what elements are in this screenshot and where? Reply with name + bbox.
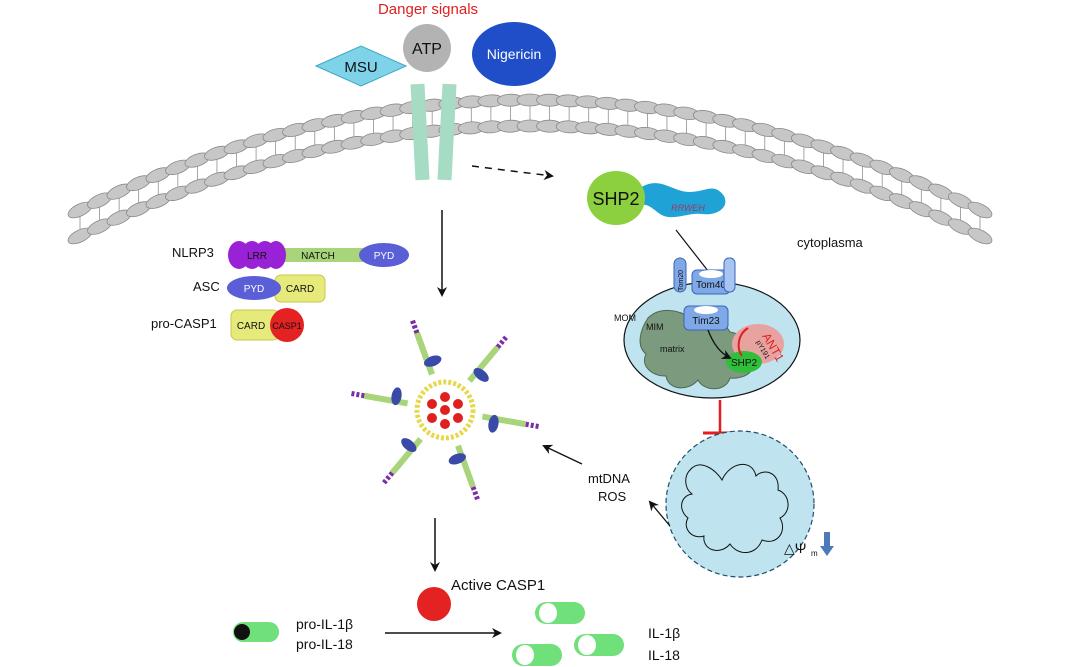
inflammasome-lrr-tip: [470, 486, 481, 502]
ros-label: ROS: [598, 489, 627, 504]
inflammasome-pyd: [473, 367, 489, 382]
mature-il-1: [535, 602, 585, 624]
inflammasome-lrr-tip: [495, 334, 509, 349]
rrweh-label: RRWEH: [671, 203, 705, 213]
mim-label: MIM: [646, 322, 664, 332]
delta-psi-label: △Ψ: [784, 540, 806, 556]
shp2-protein: RRWEH SHP2: [587, 171, 726, 277]
danger-signals-title: Danger signals: [378, 1, 478, 18]
mature-il-2: [574, 634, 624, 656]
active-casp1-circle: [417, 587, 451, 621]
inflammasome-lrr-tip: [525, 421, 540, 430]
arrow-mtdna-to-inflammasome: [542, 444, 583, 465]
il1b-label: IL-1β: [648, 625, 680, 641]
pro-casp1-casp1-label: CASP1: [272, 321, 302, 331]
asc-card-label: CARD: [286, 284, 314, 295]
inflammasome-pyd: [488, 414, 499, 433]
inflammasome-pyd: [391, 387, 402, 406]
inner-shp2-label: SHP2: [731, 358, 758, 369]
il18-label: IL-18: [648, 647, 680, 663]
msu-signal: MSU: [314, 45, 408, 87]
lrr-domain: [228, 241, 286, 269]
mom-label: MOM: [614, 313, 636, 323]
shp2-import-arrow: [707, 329, 732, 359]
nigericin-signal: Nigericin: [472, 22, 556, 86]
pro-il-molecule: [233, 622, 279, 642]
rrweh-tail: [640, 183, 726, 218]
nlrp3-domains: NLRP3 NATCH LRR PYD: [172, 241, 409, 269]
inflammasome-arm: [363, 392, 409, 407]
down-arrow-icon: [820, 532, 834, 556]
inflammasome-pyd: [401, 438, 417, 453]
inflammasome-lrr-tip: [381, 471, 395, 486]
inflammasome-assembly: [350, 318, 540, 502]
nlrp3-label: NLRP3: [172, 245, 214, 260]
inflammasome-lrr-tip: [409, 318, 420, 334]
inflammasome-arm: [414, 331, 435, 376]
pro-casp1-label: pro-CASP1: [151, 316, 217, 331]
mitochondrion: MOM MIM matrix Tom20 Tom40 Tim23 ANT1 pY…: [614, 257, 801, 399]
inflammasome-arm: [389, 437, 423, 475]
dashed-arrow-to-shp2: [471, 165, 554, 180]
active-casp1-label: Active CASP1: [451, 577, 545, 594]
inflammasome-arm: [481, 413, 527, 428]
lipid-head: [967, 201, 993, 219]
membrane-lipids: [67, 93, 993, 245]
delta-psi-subscript: m: [811, 549, 818, 558]
mtdna-label: mtDNA: [588, 471, 630, 486]
inflammasome-arm: [455, 444, 476, 489]
asc-label: ASC: [193, 279, 220, 294]
mature-il-molecules: [512, 602, 624, 666]
natch-label: NATCH: [301, 251, 335, 262]
cell-membrane: [67, 93, 993, 245]
nigericin-label: Nigericin: [487, 46, 541, 62]
pro-casp1-card-label: CARD: [237, 321, 265, 332]
lipid-head: [967, 227, 993, 245]
msu-label: MSU: [344, 59, 377, 76]
arrow-mito-to-mtdna: [648, 500, 671, 527]
mature-il-3: [512, 644, 562, 666]
inflammasome-arm: [467, 345, 501, 383]
inflammasome-spokes: [350, 318, 540, 502]
pro-il18-label: pro-IL-18: [296, 636, 353, 652]
pro-casp1-domains: pro-CASP1 CARD CASP1: [151, 308, 304, 342]
inflammasome-lrr-tip: [350, 390, 365, 399]
cytoplasma-label: cytoplasma: [797, 235, 864, 250]
matrix-label: matrix: [660, 344, 685, 354]
casp1-core: [427, 392, 463, 429]
nlrp3-pyd-label: PYD: [374, 251, 395, 262]
lrr-label: LRR: [247, 251, 267, 262]
tim23-label: Tim23: [692, 316, 720, 327]
tom40-label: Tom40: [696, 280, 726, 291]
asc-domains: ASC CARD PYD: [193, 274, 326, 303]
inhibition-symbol: [703, 400, 737, 435]
atp-label: ATP: [412, 41, 442, 58]
damaged-mitochondrion: △Ψ m: [665, 430, 834, 578]
tom20-label: Tom20: [678, 270, 685, 291]
receptor-channel: [410, 83, 457, 181]
asc-pyd-label: PYD: [244, 284, 265, 295]
shp2-label: SHP2: [592, 189, 639, 209]
inflammasome-pyd: [448, 453, 466, 465]
atp-signal: ATP: [403, 24, 451, 72]
inflammasome-pyd: [424, 355, 442, 367]
pro-il1b-label: pro-IL-1β: [296, 616, 353, 632]
